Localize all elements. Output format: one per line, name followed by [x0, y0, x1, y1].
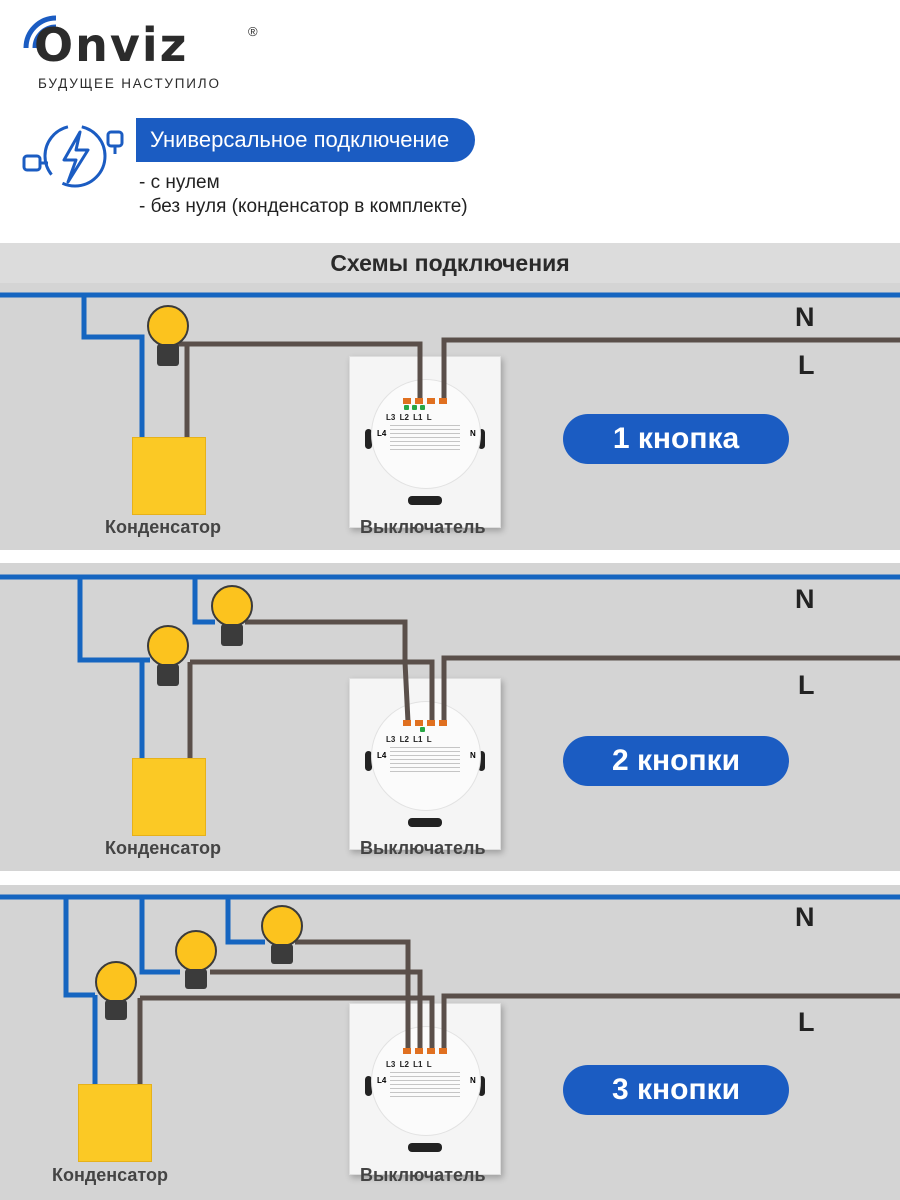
feature-title: Универсальное подключение	[136, 118, 476, 162]
capacitor-label: Конденсатор	[52, 1165, 168, 1185]
brand-tagline: БУДУЩЕЕ НАСТУПИЛО	[38, 76, 221, 91]
variant-label-1: 1 кнопка	[563, 414, 789, 464]
switch-label: Выключатель	[360, 1165, 486, 1185]
feature-bullet-no-neutral: - без нуля (конденсатор в комплекте)	[139, 196, 468, 217]
feature-bullet-neutral: - с нулем	[139, 172, 220, 193]
line-label: L	[798, 350, 815, 380]
light-bulb-icon	[147, 305, 189, 366]
light-bulb-icon	[175, 930, 217, 989]
capacitor	[132, 758, 206, 836]
line-label: L	[798, 1007, 815, 1037]
light-bulb-icon	[211, 585, 253, 646]
header: Onviz ® БУДУЩЕЕ НАСТУПИЛО Универсальное …	[0, 0, 900, 245]
wifi-waves-icon	[23, 15, 57, 49]
neutral-label: N	[795, 902, 815, 932]
capacitor-label: Конденсатор	[105, 517, 221, 537]
switch-label: Выключатель	[360, 517, 486, 537]
neutral-label: N	[795, 302, 815, 332]
registered-mark: ®	[248, 24, 258, 39]
light-bulb-icon	[147, 625, 189, 686]
capacitor-label: Конденсатор	[105, 838, 221, 858]
neutral-label: N	[795, 584, 815, 614]
line-label: L	[798, 670, 815, 700]
brand-name: Onviz	[34, 18, 189, 72]
variant-label-3: 3 кнопки	[563, 1065, 789, 1115]
brand-logo	[22, 10, 272, 100]
light-bulb-icon	[95, 961, 137, 1020]
section-title: Схемы подключения	[330, 250, 570, 276]
plug-lightning-icon	[22, 124, 124, 188]
variant-label-2: 2 кнопки	[563, 736, 789, 786]
capacitor	[132, 437, 206, 515]
switch-label: Выключатель	[360, 838, 486, 858]
light-bulb-icon	[261, 905, 303, 964]
capacitor	[78, 1084, 152, 1162]
section-header	[0, 243, 900, 283]
